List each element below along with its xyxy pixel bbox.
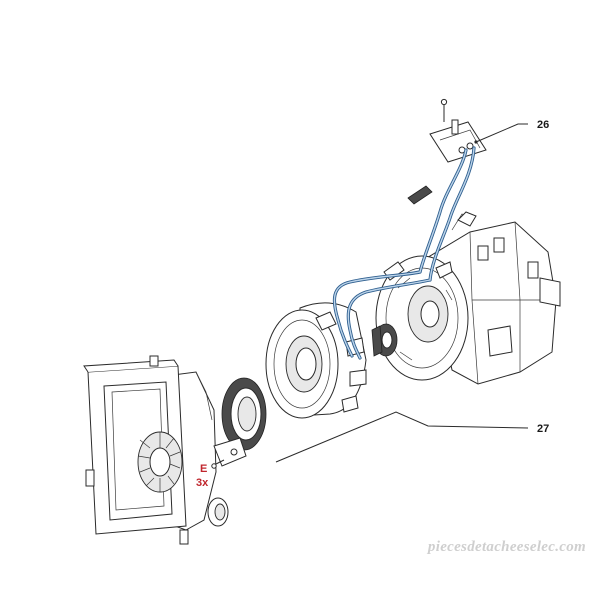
switch-bracket xyxy=(429,98,487,163)
leader-line-27 xyxy=(275,411,529,463)
fastener-quantity-label: 3x xyxy=(196,477,209,489)
watermark-text: piecesdetacheeselec.com xyxy=(427,539,586,555)
fastener-letter-label: E xyxy=(200,463,207,475)
fastener-screw xyxy=(211,459,225,469)
brush-holder xyxy=(371,323,398,357)
motor-body xyxy=(265,302,367,419)
callout-label-26: 26 xyxy=(537,119,549,131)
impeller xyxy=(137,431,183,493)
cable-clip xyxy=(407,185,433,205)
callout-label-27: 27 xyxy=(537,423,549,435)
wiring-harness xyxy=(332,146,476,360)
gasket-ring xyxy=(221,377,267,451)
leader-line-26 xyxy=(474,123,528,144)
